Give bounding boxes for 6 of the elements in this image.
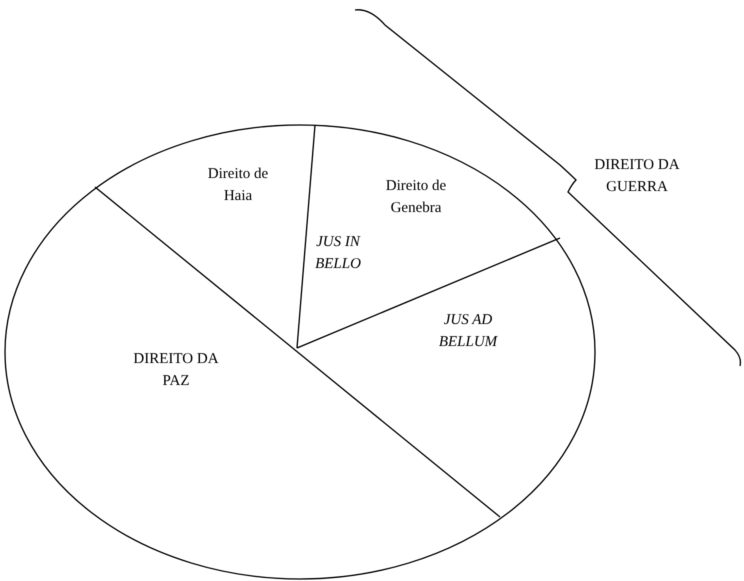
bracket-label: DIREITO DA GUERRA <box>593 156 681 197</box>
region-label: JUS IN BELLO <box>314 233 362 274</box>
region-label: Direito de Haia <box>206 165 270 206</box>
region-label: DIREITO DA PAZ <box>132 350 220 391</box>
region-label: JUS AD BELLUM <box>438 311 499 352</box>
region-label: Direito de Genebra <box>384 177 448 218</box>
